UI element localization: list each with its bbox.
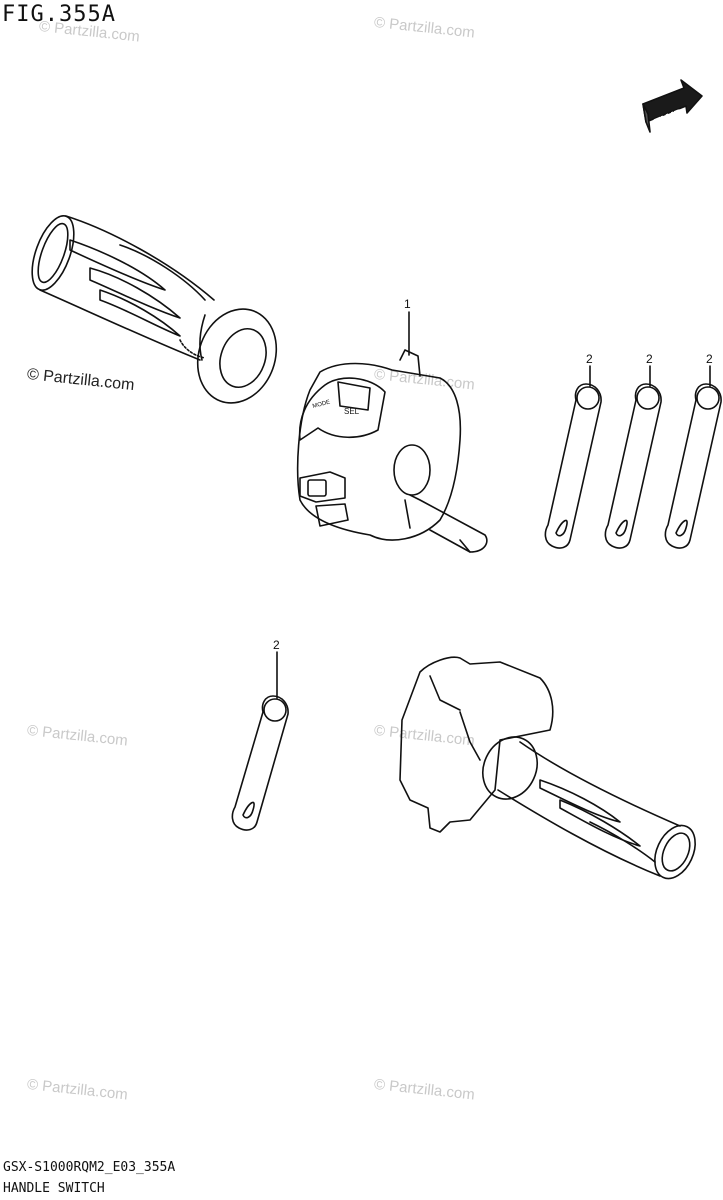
callout-number: 2 — [586, 352, 593, 366]
sel-label: SEL — [344, 407, 360, 416]
fwd-arrow-icon: FWD — [642, 79, 703, 133]
callout-number: 2 — [706, 352, 713, 366]
callout-number: 2 — [273, 638, 280, 652]
left-grip — [31, 215, 278, 404]
band-3 — [664, 383, 722, 549]
figure-title: FIG.355A — [2, 2, 116, 27]
band-4 — [231, 695, 289, 831]
mode-label: MODE — [312, 399, 331, 409]
band-1 — [544, 383, 602, 549]
right-grip-assembly — [399, 656, 696, 880]
figure-code: GSX-S1000RQM2_E03_355A — [3, 1160, 176, 1175]
callout-number: 2 — [646, 352, 653, 366]
band-2 — [604, 383, 662, 549]
figure-name: HANDLE SWITCH — [3, 1181, 105, 1196]
handle-switch-assembly: SEL MODE — [296, 349, 488, 553]
callout-number: 1 — [404, 297, 411, 311]
